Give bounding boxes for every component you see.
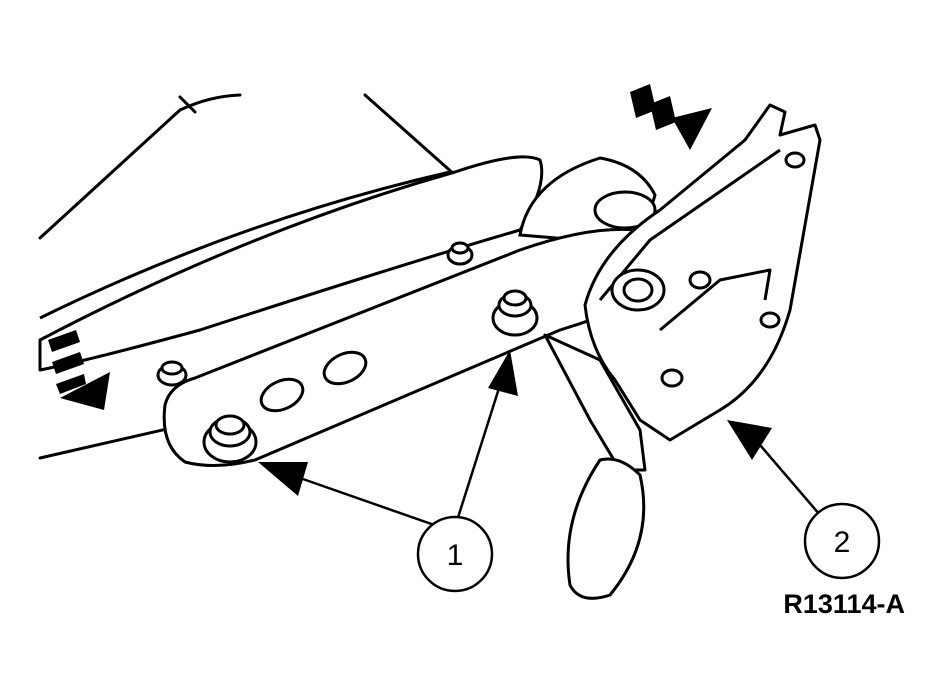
direction-arrow-right: [630, 84, 712, 150]
figure-reference-code: R13114-A: [783, 589, 905, 619]
direction-arrow-left: [48, 330, 110, 410]
release-handle: [543, 333, 647, 600]
callout-2-label: 2: [834, 526, 851, 559]
callout-2: 2: [803, 502, 881, 580]
callout-leaders: [299, 384, 821, 529]
callout-1-label: 1: [447, 539, 464, 572]
callout-1: 1: [416, 515, 494, 593]
pivot-drum: [518, 156, 657, 247]
callout-arrowheads: [258, 350, 772, 496]
recliner-bracket: [583, 103, 822, 442]
bolt-fastener: [156, 241, 539, 464]
